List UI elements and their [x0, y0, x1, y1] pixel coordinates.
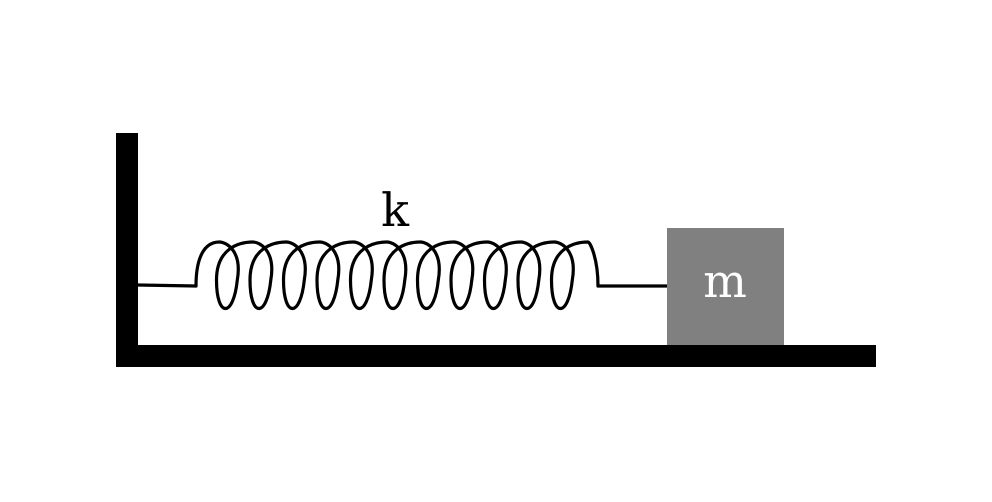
floor: [116, 345, 876, 367]
spring-label: k: [381, 183, 410, 237]
mass-label: m: [703, 254, 747, 308]
wall: [116, 133, 138, 367]
spring-left-lead: [136, 283, 198, 288]
spring-coils: [194, 240, 600, 311]
mass-block: [667, 228, 784, 345]
spring: [136, 240, 669, 311]
